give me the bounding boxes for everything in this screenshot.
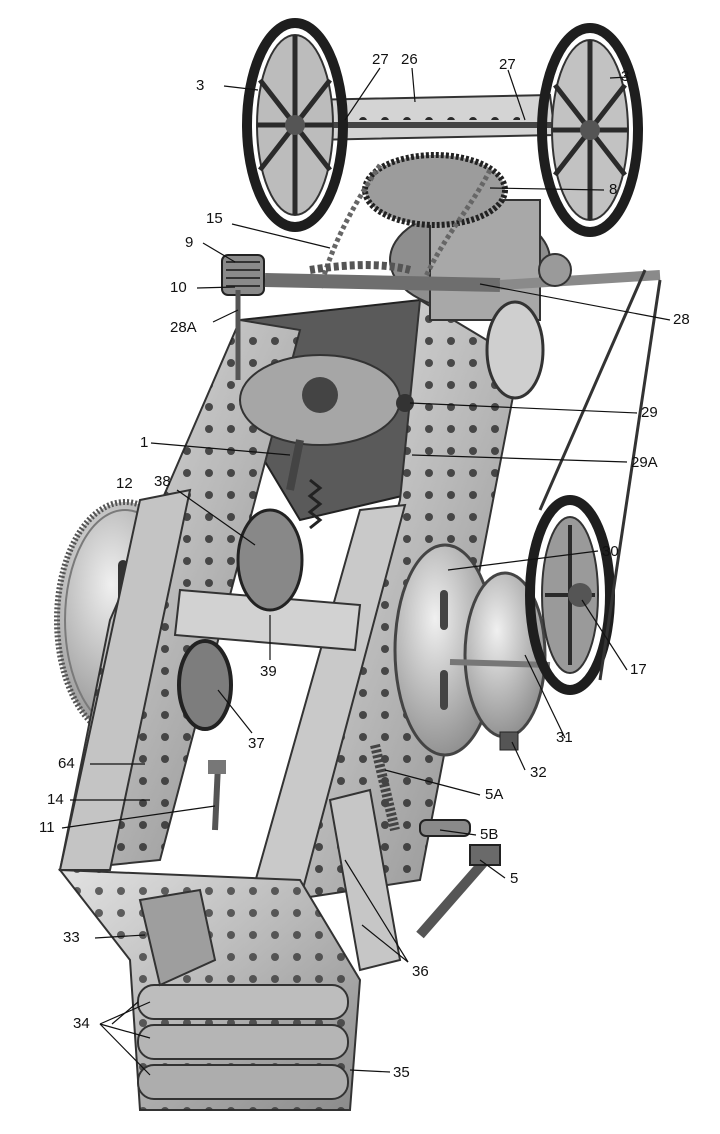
label-part-3-right: 3 [621, 68, 630, 85]
gear-part-8 [362, 152, 508, 228]
label-part-27-left: 27 [372, 51, 389, 68]
label-part-64: 64 [58, 755, 75, 772]
label-part-8: 8 [609, 181, 618, 198]
label-part-28a: 28A [170, 319, 197, 336]
label-part-32: 32 [530, 764, 547, 781]
label-part-17: 17 [630, 661, 647, 678]
bolt-part-5a [370, 743, 400, 832]
label-part-14: 14 [47, 791, 64, 808]
label-part-11: 11 [39, 819, 55, 836]
label-part-33: 33 [63, 929, 80, 946]
worm-gear-part-9 [221, 254, 265, 380]
label-part-3-left: 3 [196, 77, 205, 94]
label-part-12: 12 [116, 475, 133, 492]
label-part-28: 28 [673, 311, 690, 328]
spring-part-1 [286, 439, 323, 530]
label-part-10: 10 [170, 279, 187, 296]
label-part-38: 38 [154, 473, 171, 490]
label-part-39: 39 [260, 663, 277, 680]
wheel-part-3-left [242, 18, 348, 232]
label-part-5: 5 [510, 870, 519, 887]
strip-part-26 [280, 93, 585, 142]
label-part-29a: 29A [631, 454, 658, 471]
label-part-5a: 5A [485, 786, 504, 803]
chain-part-15 [309, 163, 493, 291]
label-part-30: 30 [602, 543, 619, 560]
label-part-15: 15 [206, 210, 223, 227]
label-part-35: 35 [393, 1064, 410, 1081]
wheel-part-3-right [537, 23, 643, 237]
label-part-9: 9 [185, 234, 194, 251]
rod-part-11 [208, 760, 226, 831]
label-part-26: 26 [401, 51, 418, 68]
label-part-29: 29 [641, 404, 658, 421]
wheel-part-37 [177, 639, 233, 731]
pulley-part-17 [525, 495, 615, 695]
label-part-34: 34 [73, 1015, 90, 1032]
label-part-1: 1 [140, 434, 149, 451]
label-part-27-right: 27 [499, 56, 516, 73]
flywheel-part-28-plate [485, 300, 545, 400]
nut-part-32 [499, 731, 519, 751]
belt-cord [538, 269, 662, 681]
label-part-36: 36 [412, 963, 429, 980]
label-part-5b: 5B [480, 826, 499, 843]
label-part-31: 31 [556, 729, 573, 746]
strip-part-36 [328, 788, 402, 972]
cam-plate-part-29 [239, 354, 414, 446]
label-part-37: 37 [248, 735, 265, 752]
pulley-part-38 [236, 508, 304, 612]
shaft-part-28 [264, 253, 661, 292]
leader-lines [61, 67, 671, 1076]
handle-part-5 [416, 844, 501, 939]
